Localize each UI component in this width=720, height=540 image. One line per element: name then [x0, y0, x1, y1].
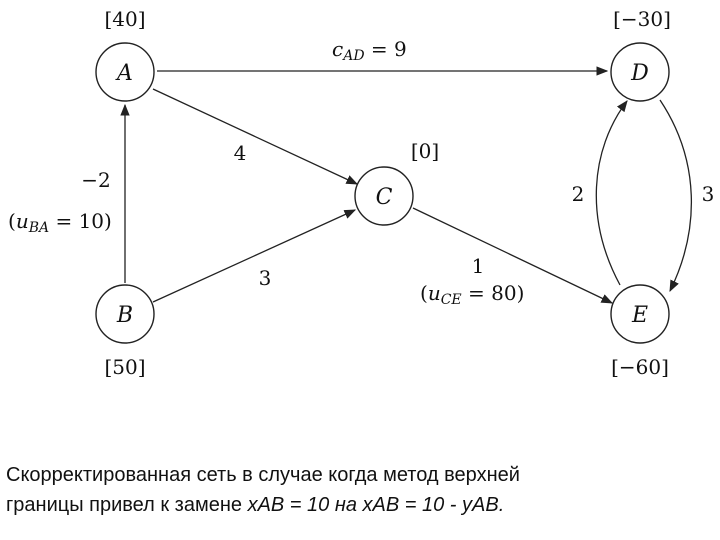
- node-d-supply: [−30]: [613, 7, 671, 31]
- node-e-label: E: [631, 303, 648, 328]
- edge-a-c-cost: 4: [234, 141, 247, 165]
- edge-e-d: [595, 100, 628, 286]
- edge-b-a-capacity: (uBA = 10): [8, 209, 112, 236]
- edge-c-e-cost: 1: [472, 254, 485, 278]
- node-d-label: D: [630, 61, 649, 86]
- edge-b-a-cost: −2: [81, 168, 110, 192]
- edge-c-e-capacity: (uCE = 80): [420, 281, 524, 308]
- network-diagram: A B C D E [40] [50] [0] [−30] [−60] cAD …: [8, 7, 715, 379]
- edge-d-e-cost: 3: [702, 182, 715, 206]
- node-c: C: [354, 166, 414, 226]
- edge-d-e: [659, 99, 693, 293]
- node-e: E: [610, 284, 670, 344]
- caption: Скорректированная сеть в случае когда ме…: [6, 460, 706, 520]
- node-d: D: [610, 42, 670, 102]
- edge-c-e: [412, 207, 614, 304]
- edge-e-d-cost: 2: [572, 182, 585, 206]
- node-b: B: [95, 284, 155, 344]
- node-a: A: [95, 42, 155, 102]
- edge-b-c-cost: 3: [259, 266, 272, 290]
- node-e-supply: [−60]: [611, 355, 669, 379]
- caption-line-2-equation: xAB = 10 на xAB = 10 - yAB.: [247, 494, 505, 516]
- caption-line-2-prefix: границы привел к замене: [6, 494, 248, 516]
- edge-a-d-cost: cAD = 9: [332, 37, 407, 64]
- node-c-supply: [0]: [411, 139, 439, 163]
- node-c-label: C: [376, 185, 393, 210]
- caption-line-1: Скорректированная сеть в случае когда ме…: [6, 464, 520, 486]
- edge-b-c: [152, 209, 357, 303]
- caption-line-2: границы привел к замене xAB = 10 на xAB …: [6, 490, 706, 520]
- edge-a-c: [152, 88, 359, 185]
- node-b-label: B: [116, 303, 133, 328]
- node-a-label: A: [115, 61, 133, 86]
- node-b-supply: [50]: [104, 355, 145, 379]
- node-a-supply: [40]: [104, 7, 145, 31]
